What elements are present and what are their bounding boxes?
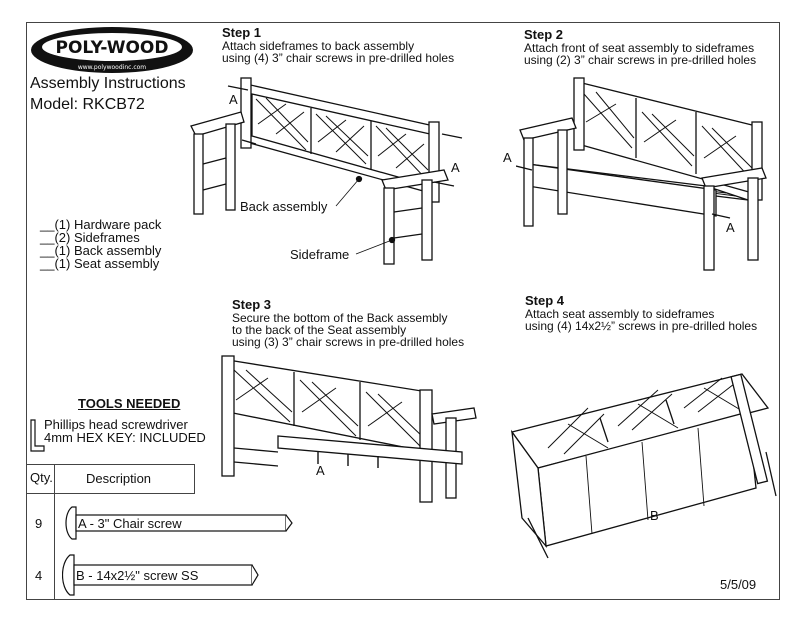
- checklist-item-sideframes: __(2) Sideframes: [40, 230, 140, 245]
- step4-callout-b: B: [650, 508, 659, 523]
- tool-screwdriver: Phillips head screwdriver: [44, 417, 188, 432]
- part-a-qty: 9: [35, 516, 43, 531]
- part-a-desc: A - 3" Chair screw: [78, 516, 182, 531]
- part-b-desc: B - 14x2½" screw SS: [76, 568, 199, 583]
- step1-line2: using (4) 3” chair screws in pre-drilled…: [222, 51, 455, 65]
- step1-title: Step 1: [222, 25, 262, 40]
- step2-callout-a-right: A: [726, 220, 735, 235]
- step2-title: Step 2: [524, 27, 564, 42]
- step2-callout-a-left: A: [503, 150, 512, 165]
- step3-line1: Secure the bottom of the Back assembly: [232, 311, 448, 325]
- step2-bench-illustration: [516, 77, 767, 271]
- step3-bench-illustration: [221, 355, 477, 503]
- tools-heading: TOOLS NEEDED: [78, 396, 181, 411]
- checklist-item-hardware: __(1) Hardware pack: [40, 217, 162, 232]
- instruction-sheet: [26, 22, 780, 600]
- tool-hex-key: 4mm HEX KEY: INCLUDED: [44, 430, 206, 445]
- step1-callout-a-right: A: [451, 160, 460, 175]
- polywood-logo: POLY-WOOD www.polywoodinc.com: [31, 27, 193, 73]
- parts-col-qty: Qty.: [30, 470, 53, 485]
- step4-title: Step 4: [525, 293, 565, 308]
- step1-line1: Attach sideframes to back assembly: [222, 39, 415, 53]
- step1-callout-a-left: A: [229, 92, 238, 107]
- hex-key-icon: [30, 419, 45, 452]
- page-title: Assembly Instructions: [30, 75, 186, 92]
- step1-bench-illustration: [190, 77, 463, 265]
- sideframe-label: Sideframe: [290, 247, 350, 262]
- step3-line2: to the back of the Seat assembly: [232, 323, 407, 337]
- document-date: 5/5/09: [720, 577, 757, 592]
- back-assembly-label: Back assembly: [240, 199, 328, 214]
- parts-table-divider: [54, 464, 55, 600]
- checklist-item-back: __(1) Back assembly: [40, 243, 162, 258]
- step3-callout-a: A: [316, 463, 325, 478]
- step3-line3: using (3) 3” chair screws in pre-drilled…: [232, 335, 465, 349]
- parts-col-desc: Description: [86, 471, 152, 486]
- parts-table-header: [27, 464, 195, 494]
- part-b-qty: 4: [35, 568, 43, 583]
- model-number: Model: RKCB72: [30, 96, 145, 113]
- step2-line2: using (2) 3” chair screws in pre-drilled…: [524, 53, 757, 67]
- step4-line1: Attach seat assembly to sideframes: [525, 307, 715, 321]
- checklist-item-seat: __(1) Seat assembly: [40, 256, 160, 271]
- logo-url: www.polywoodinc.com: [78, 64, 146, 71]
- step4-line2: using (4) 14x2½” screws in pre-drilled h…: [525, 319, 758, 333]
- logo-brand: POLY-WOOD: [56, 38, 169, 58]
- ss-screw-icon: [62, 554, 259, 596]
- chair-screw-icon: [65, 506, 293, 540]
- step3-title: Step 3: [232, 297, 272, 312]
- step2-line1: Attach front of seat assembly to sidefra…: [524, 41, 755, 55]
- step4-bench-illustration: [510, 373, 777, 559]
